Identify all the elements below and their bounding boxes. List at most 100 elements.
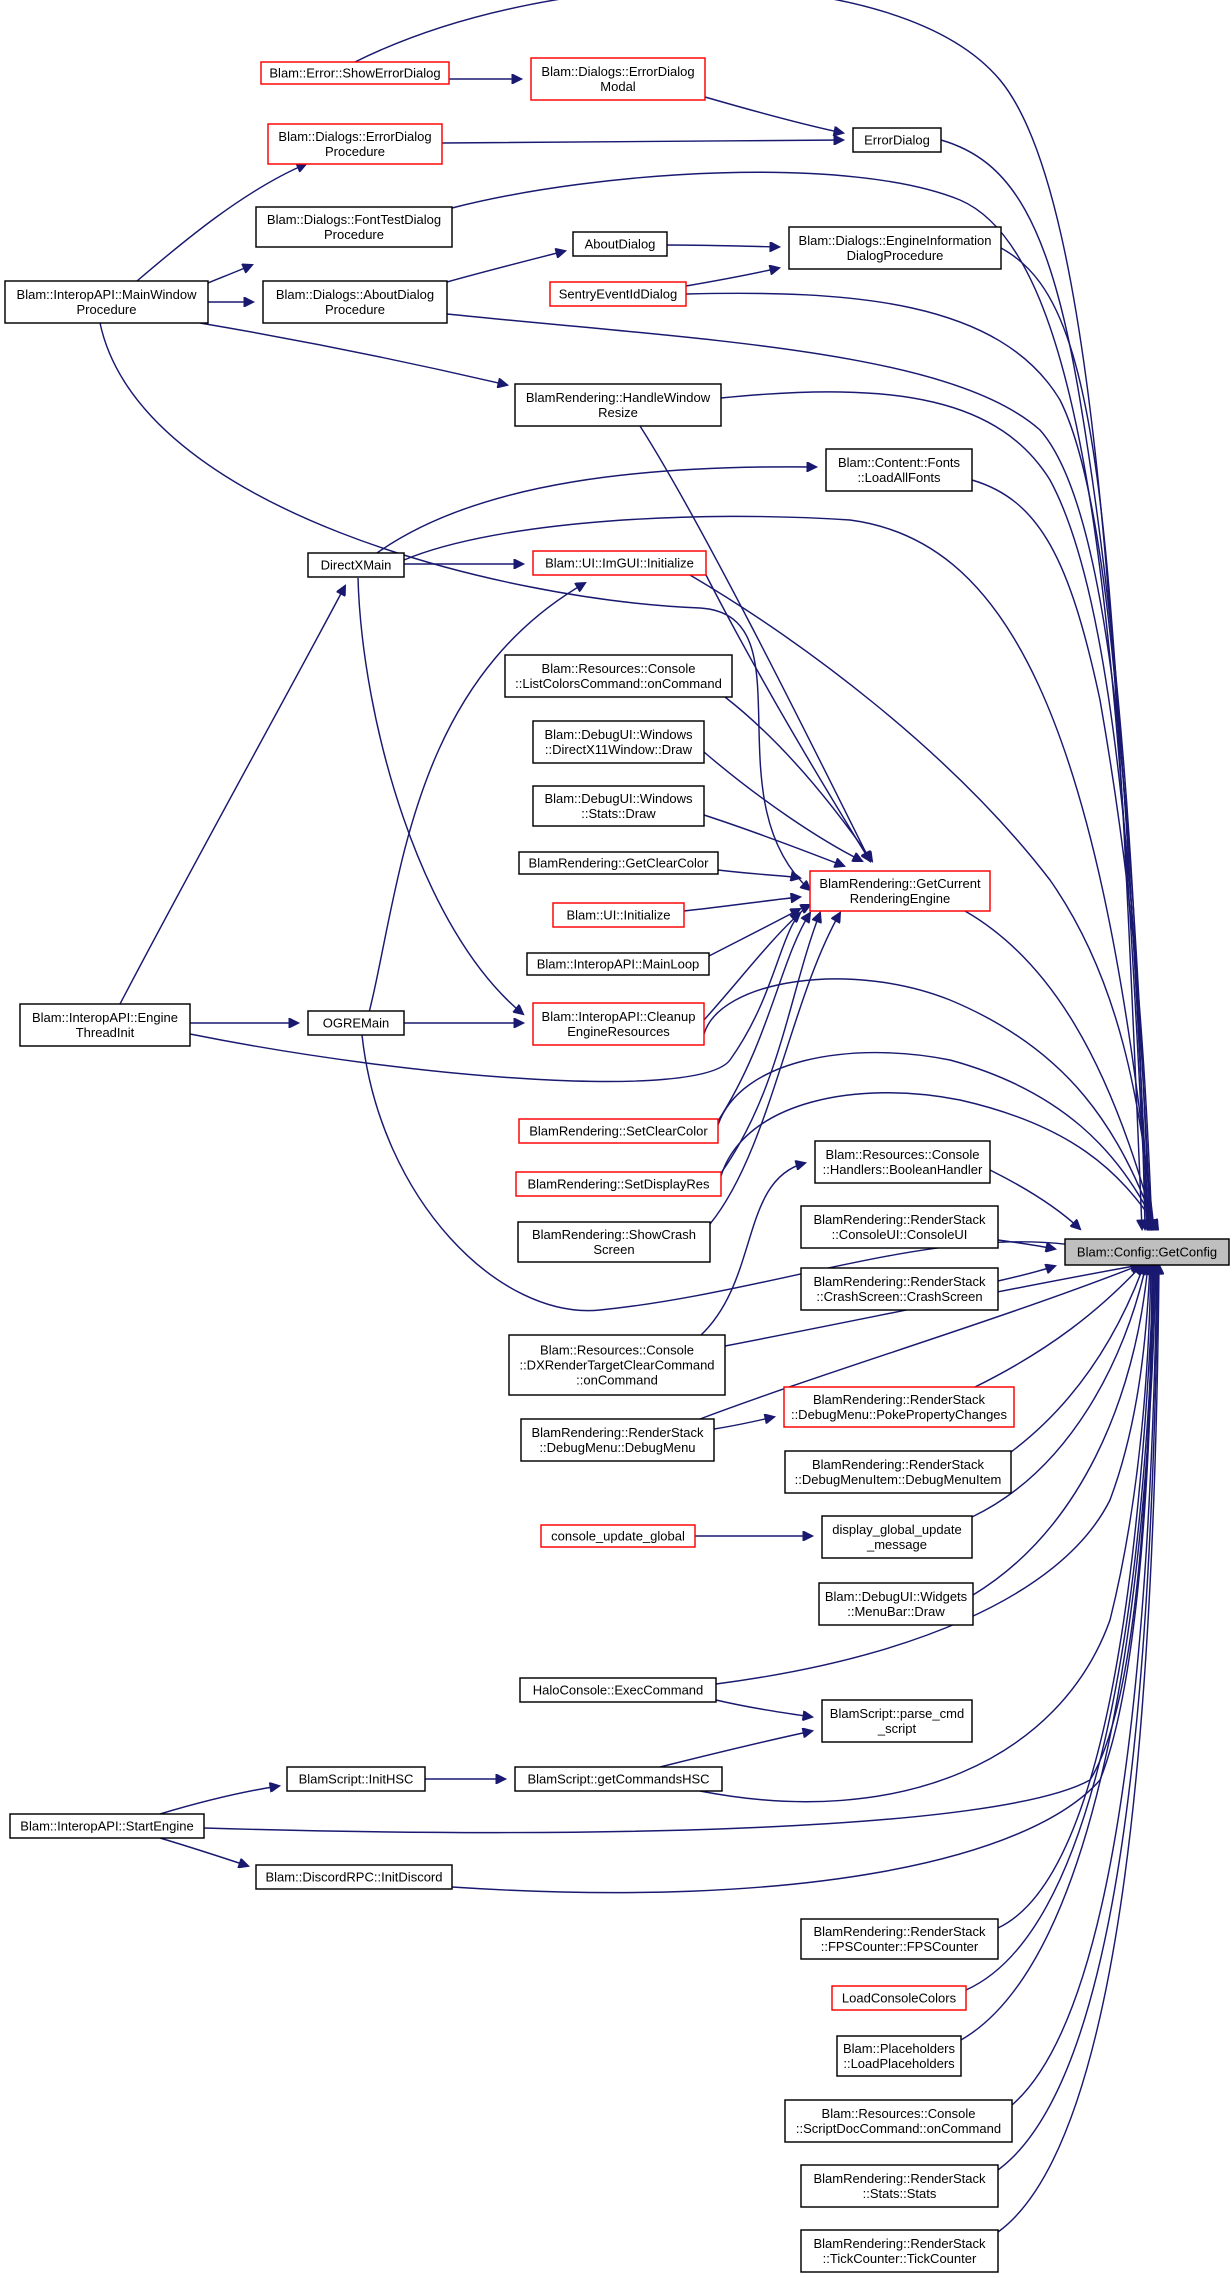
node-tickcounter[interactable]: BlamRendering::RenderStack::TickCounter:… [800, 2229, 999, 2273]
node-inithsc[interactable]: BlamScript::InitHSC [286, 1766, 426, 1792]
node-parsecmd[interactable]: BlamScript::parse_cmd_script [821, 1699, 973, 1743]
edge-setclearcolor-to-getcurrent [717, 913, 810, 1122]
edge-engineinfo-to-getconfig [1000, 247, 1148, 1229]
edge-directxmain-to-loadfonts [376, 467, 816, 554]
edge-directxmain-to-getconfig [403, 515, 1153, 1229]
node-statsdraw[interactable]: Blam::DebugUI::Windows::Stats::Draw [532, 785, 705, 827]
node-label: Blam::InteropAPI::MainLoop [537, 957, 700, 972]
node-box [800, 2229, 999, 2273]
edge-ogremain-to-imguiinit [362, 583, 585, 1036]
node-label: Blam::Config::GetConfig [1077, 1245, 1217, 1260]
node-imguiinit[interactable]: Blam::UI::ImGUI::Initialize [532, 550, 707, 576]
node-debugmenu[interactable]: BlamRendering::RenderStack::DebugMenu::D… [520, 1418, 715, 1462]
node-getclearcolor[interactable]: BlamRendering::GetClearColor [518, 851, 719, 875]
node-startengine[interactable]: Blam::InteropAPI::StartEngine [9, 1813, 205, 1839]
edge-aboutproc-to-getconfig [446, 313, 1150, 1229]
node-engineinfo[interactable]: Blam::Dialogs::EngineInformationDialogPr… [788, 226, 1002, 270]
node-label: Blam::Resources::Console [542, 661, 696, 676]
node-pokeprop[interactable]: BlamRendering::RenderStack::DebugMenu::P… [783, 1386, 1015, 1428]
node-label: BlamScript::getCommandsHSC [527, 1772, 709, 1787]
node-label: HaloConsole::ExecCommand [533, 1683, 704, 1698]
node-label: Resize [598, 405, 638, 420]
node-aboutdialog[interactable]: AboutDialog [572, 231, 668, 257]
node-dxrtclear[interactable]: Blam::Resources::Console::DXRenderTarget… [508, 1334, 726, 1396]
node-consoleupdate[interactable]: console_update_global [540, 1524, 696, 1548]
node-label: BlamRendering::RenderStack [814, 1274, 986, 1289]
node-label: ThreadInit [76, 1025, 135, 1040]
node-label: Blam::UI::ImGUI::Initialize [545, 556, 694, 571]
edge-booleanhandler-to-getconfig [989, 1169, 1080, 1229]
edge-placeholders-to-getconfig [960, 1265, 1156, 2041]
node-label: Blam::Dialogs::FontTestDialog [267, 212, 441, 227]
node-box [788, 226, 1002, 270]
node-sentry[interactable]: SentryEventIdDialog [549, 281, 687, 307]
node-label: Blam::Resources::Console [826, 1147, 980, 1162]
node-menubar[interactable]: Blam::DebugUI::Widgets::MenuBar::Draw [818, 1582, 974, 1626]
node-label: BlamScript::parse_cmd [830, 1706, 964, 1721]
node-box [800, 2164, 999, 2208]
node-loadconsolecolors[interactable]: LoadConsoleColors [831, 1985, 967, 2011]
node-crashscreen[interactable]: BlamRendering::RenderStack::CrashScreen:… [800, 1267, 999, 1311]
node-box [508, 1334, 726, 1396]
node-getcommands[interactable]: BlamScript::getCommandsHSC [514, 1766, 723, 1792]
node-label: BlamRendering::RenderStack [532, 1425, 704, 1440]
edges [99, 0, 1159, 2233]
node-directxmain[interactable]: DirectXMain [307, 552, 405, 578]
node-label: Blam::Dialogs::AboutDialog [276, 287, 434, 302]
node-dx11draw[interactable]: Blam::DebugUI::Windows::DirectX11Window:… [532, 720, 705, 764]
node-uiinit[interactable]: Blam::UI::Initialize [552, 902, 685, 928]
node-box [784, 1450, 1012, 1494]
node-box [831, 1985, 967, 2011]
edge-startengine-to-inithsc [159, 1786, 279, 1815]
edge-debugmenuitem-to-getconfig [1010, 1265, 1144, 1453]
edge-pokeprop-to-getconfig [974, 1265, 1142, 1388]
node-booleanhandler[interactable]: Blam::Resources::Console::Handlers::Bool… [814, 1140, 991, 1184]
node-label: ::Stats::Stats [863, 2186, 937, 2201]
node-scriptdoc[interactable]: Blam::Resources::Console::ScriptDocComma… [784, 2099, 1013, 2143]
edge-setclearcolor-to-getconfig [717, 1051, 1157, 1229]
node-debugmenuitem[interactable]: BlamRendering::RenderStack::DebugMenuIte… [784, 1450, 1012, 1494]
node-label: BlamRendering::GetCurrent [819, 876, 981, 891]
node-label: ::Stats::Draw [581, 806, 656, 821]
node-box [515, 1171, 722, 1197]
node-box [572, 231, 668, 257]
node-label: display_global_update [832, 1522, 961, 1537]
node-haloexec[interactable]: HaloConsole::ExecCommand [519, 1677, 717, 1703]
node-setclearcolor[interactable]: BlamRendering::SetClearColor [518, 1118, 719, 1144]
node-consoleui[interactable]: BlamRendering::RenderStack::ConsoleUI::C… [800, 1205, 999, 1249]
edge-haloexec-to-getconfig [715, 1265, 1150, 1685]
node-label: ::DebugMenu::DebugMenu [539, 1440, 695, 1455]
node-setdisplayres[interactable]: BlamRendering::SetDisplayRes [515, 1171, 722, 1197]
node-label: BlamRendering::SetClearColor [529, 1124, 708, 1139]
node-label: BlamScript::InitHSC [299, 1772, 414, 1787]
node-placeholders[interactable]: Blam::Placeholders::LoadPlaceholders [836, 2035, 962, 2077]
node-box [821, 1515, 973, 1559]
node-statsstats[interactable]: BlamRendering::RenderStack::Stats::Stats [800, 2164, 999, 2208]
node-showerror[interactable]: Blam::Error::ShowErrorDialog [260, 61, 450, 85]
node-getconfig[interactable]: Blam::Config::GetConfig [1064, 1238, 1230, 1266]
node-label: Blam::DebugUI::Windows [544, 791, 693, 806]
node-errordialog[interactable]: ErrorDialog [852, 127, 942, 153]
node-box [532, 720, 705, 764]
node-label: console_update_global [551, 1529, 685, 1544]
node-listcolors[interactable]: Blam::Resources::Console::ListColorsComm… [504, 654, 733, 698]
node-fpscounter[interactable]: BlamRendering::RenderStack::FPSCounter::… [800, 1918, 999, 1960]
node-loadfonts[interactable]: Blam::Content::Fonts::LoadAllFonts [825, 448, 973, 492]
node-discord[interactable]: Blam::DiscordRPC::InitDiscord [255, 1864, 453, 1890]
edge-imguiinit-to-getconfig [689, 574, 1154, 1229]
node-ogremain[interactable]: OGREMain [307, 1010, 405, 1036]
node-mainloop[interactable]: Blam::InteropAPI::MainLoop [526, 952, 710, 976]
edge-scriptdoc-to-getconfig [1011, 1265, 1157, 2106]
node-displayglobal[interactable]: display_global_update_message [821, 1515, 973, 1559]
